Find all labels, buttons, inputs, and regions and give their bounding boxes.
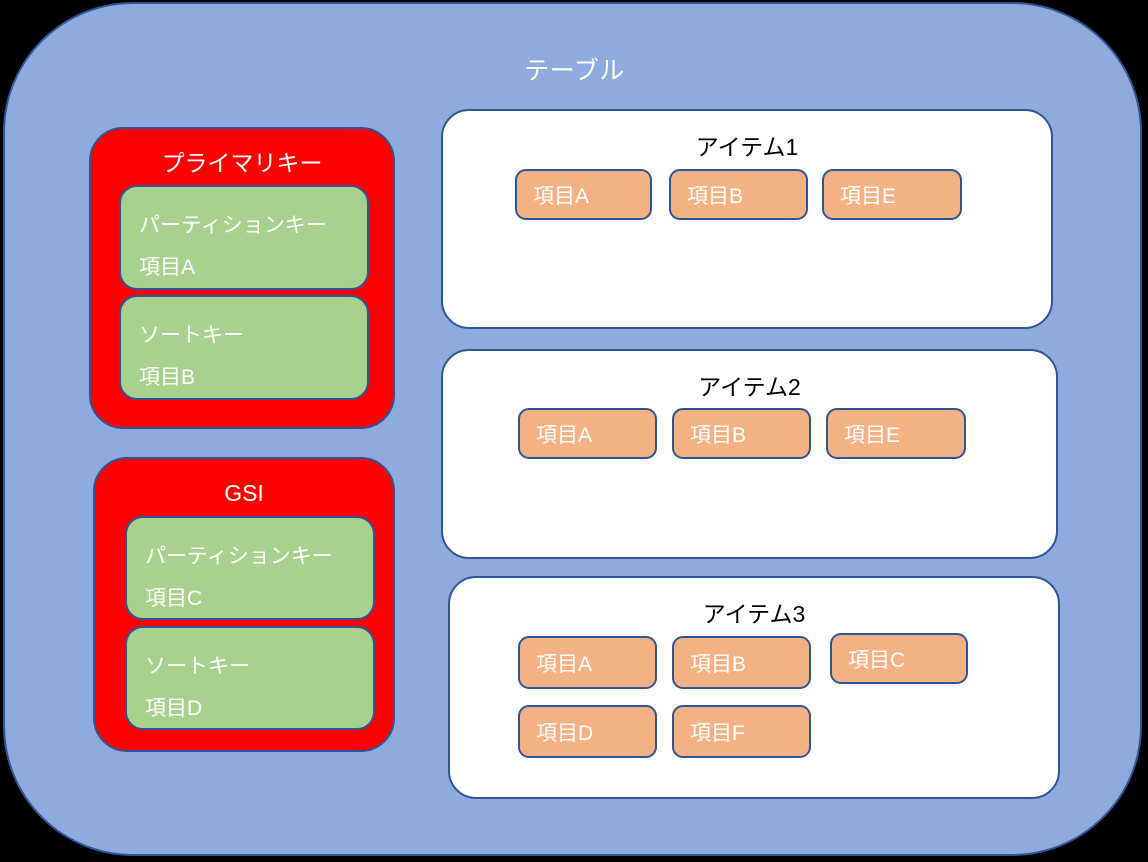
- item-card-1[interactable]: アイテム1 項目A 項目B 項目E: [441, 109, 1053, 329]
- key-box-sort-key-primary[interactable]: ソートキー 項目B: [119, 295, 369, 400]
- table-container: テーブル プライマリキー パーティションキー 項目A ソートキー 項目B GSI…: [3, 2, 1142, 856]
- item-title-3: アイテム3: [702, 601, 806, 627]
- attribute-chip[interactable]: 項目A: [515, 169, 652, 220]
- key-attribute-label: 項目A: [139, 256, 196, 279]
- attribute-chip[interactable]: 項目C: [830, 633, 968, 684]
- attribute-chip[interactable]: 項目E: [822, 169, 962, 220]
- attribute-chip[interactable]: 項目D: [518, 705, 657, 758]
- item-card-3[interactable]: アイテム3 項目A 項目B 項目C 項目D 項目F: [448, 576, 1060, 799]
- attribute-chip[interactable]: 項目A: [518, 408, 657, 459]
- key-role-label: パーティションキー: [139, 214, 327, 237]
- key-group-title-primary-key: プライマリキー: [161, 150, 323, 176]
- key-group-title-gsi: GSI: [224, 480, 264, 506]
- key-role-label: ソートキー: [139, 324, 244, 347]
- attribute-chip[interactable]: 項目A: [518, 636, 657, 689]
- key-attribute-label: 項目C: [145, 587, 203, 610]
- attribute-chip[interactable]: 項目B: [672, 408, 811, 459]
- key-role-label: パーティションキー: [145, 545, 333, 568]
- key-box-partition-key-primary[interactable]: パーティションキー 項目A: [119, 185, 369, 290]
- item-title-1: アイテム1: [695, 134, 799, 160]
- item-card-2[interactable]: アイテム2 項目A 項目B 項目E: [441, 349, 1058, 559]
- table-title: テーブル: [524, 57, 625, 85]
- key-attribute-label: 項目D: [145, 697, 203, 720]
- item-title-2: アイテム2: [698, 374, 801, 400]
- attribute-chip[interactable]: 項目B: [672, 636, 811, 689]
- key-attribute-label: 項目B: [139, 366, 196, 389]
- key-group-primary-key[interactable]: プライマリキー パーティションキー 項目A ソートキー 項目B: [89, 127, 395, 429]
- key-box-partition-key-gsi[interactable]: パーティションキー 項目C: [125, 516, 375, 620]
- attribute-chip[interactable]: 項目F: [672, 705, 811, 758]
- key-group-gsi[interactable]: GSI パーティションキー 項目C ソートキー 項目D: [93, 457, 395, 752]
- attribute-chip[interactable]: 項目B: [669, 169, 808, 220]
- key-role-label: ソートキー: [145, 655, 250, 678]
- attribute-chip[interactable]: 項目E: [826, 408, 966, 459]
- key-box-sort-key-gsi[interactable]: ソートキー 項目D: [125, 626, 375, 730]
